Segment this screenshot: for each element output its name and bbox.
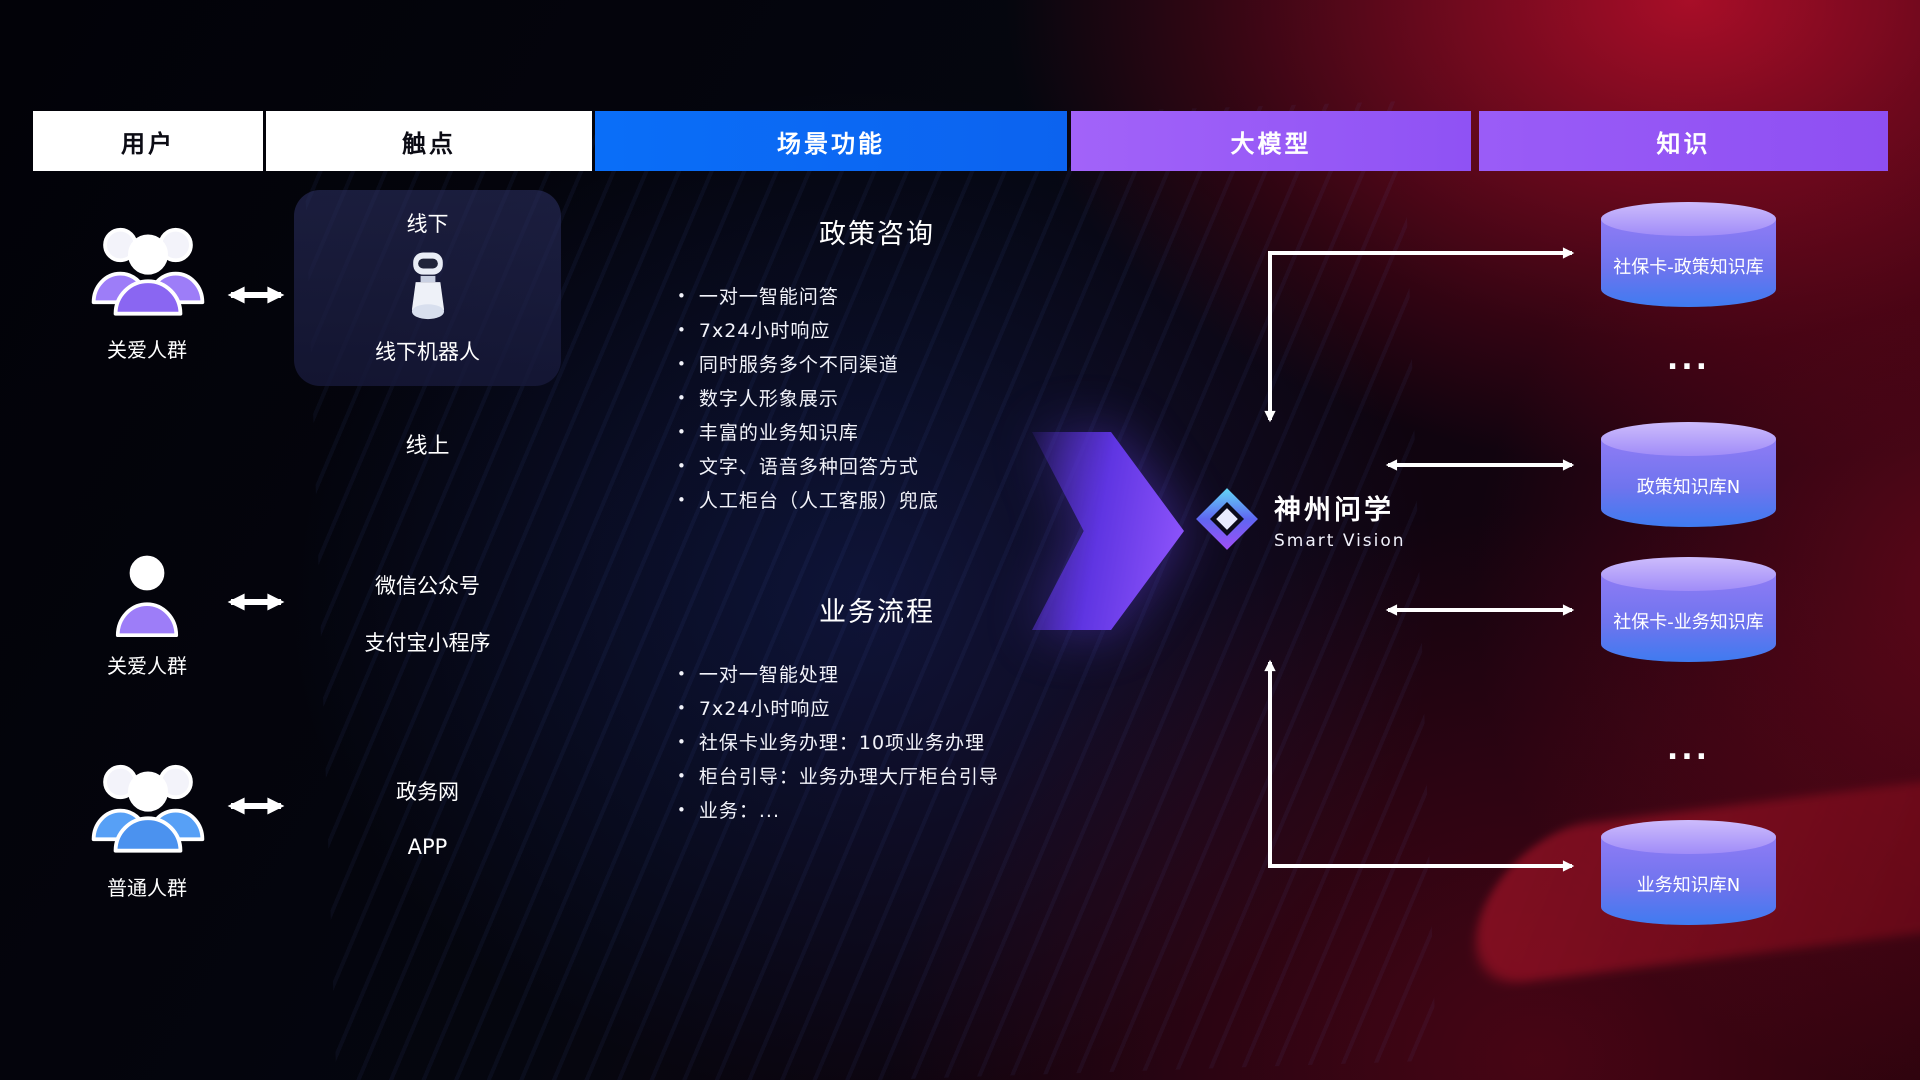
users-group-icon <box>86 216 210 316</box>
scenario-item: 人工柜台（人工客服）兜底 <box>677 485 1077 519</box>
channel-label: 政务网 <box>396 780 459 804</box>
user-label: 普通人群 <box>107 876 187 900</box>
ellipsis-label: ... <box>1666 342 1711 377</box>
column-header-touchpoint: 触点 <box>266 111 592 171</box>
database-icon-business-n: 业务知识库N <box>1601 820 1776 925</box>
column-header-label: 触点 <box>402 129 456 158</box>
database-icon-policy-n: 政策知识库N <box>1601 422 1776 527</box>
column-header-knowledge: 知识 <box>1479 111 1888 171</box>
scenario-item: 7x24小时响应 <box>677 315 1077 349</box>
scenario-list: 一对一智能问答 7x24小时响应 同时服务多个不同渠道 数字人形象展示 丰富的业… <box>677 281 1077 519</box>
scenario-item: 数字人形象展示 <box>677 383 1077 417</box>
scenario-item: 同时服务多个不同渠道 <box>677 349 1077 383</box>
robot-icon <box>411 252 444 320</box>
column-header-label: 大模型 <box>1230 129 1312 158</box>
users-group-icon <box>86 753 210 853</box>
scenario-list: 一对一智能处理 7x24小时响应 社保卡业务办理：10项业务办理 柜台引导：业务… <box>677 659 1077 829</box>
scenario-item: 业务：... <box>677 795 1077 829</box>
knowledge-base-label: 社保卡-业务知识库 <box>1613 611 1764 633</box>
channel-label: 微信公众号 <box>375 574 480 598</box>
scenario-item: 一对一智能问答 <box>677 281 1077 315</box>
diamond-logo-icon <box>1196 488 1258 550</box>
column-header-label: 场景功能 <box>777 129 885 158</box>
database-icon-policy-sscard: 社保卡-政策知识库 <box>1601 202 1776 307</box>
offline-device-label: 线下机器人 <box>375 340 480 364</box>
column-header-label: 知识 <box>1656 129 1711 158</box>
scenario-item: 文字、语音多种回答方式 <box>677 451 1077 485</box>
knowledge-base-label: 政策知识库N <box>1636 476 1741 498</box>
connector-arrow-model-to-kb1 <box>1264 247 1575 423</box>
column-header-model: 大模型 <box>1071 111 1471 171</box>
scenario-item: 丰富的业务知识库 <box>677 417 1077 451</box>
database-icon-business-sscard: 社保卡-业务知识库 <box>1601 557 1776 662</box>
column-header-user: 用户 <box>33 111 263 171</box>
user-label: 关爱人群 <box>107 338 187 362</box>
scenario-item: 柜台引导：业务办理大厅柜台引导 <box>677 761 1077 795</box>
ellipsis-label: ... <box>1666 732 1711 767</box>
scenario-item: 社保卡业务办理：10项业务办理 <box>677 727 1077 761</box>
knowledge-base-label: 业务知识库N <box>1636 874 1741 896</box>
scenario-item: 7x24小时响应 <box>677 693 1077 727</box>
scenario-section-business: 业务流程 一对一智能处理 7x24小时响应 社保卡业务办理：10项业务办理 柜台… <box>677 590 1077 829</box>
model-logo: 神州问学 Smart Vision <box>1192 484 1406 554</box>
connector-arrow-model-to-kb4 <box>1264 659 1575 872</box>
channel-label: 支付宝小程序 <box>364 631 491 655</box>
user-icon <box>115 551 179 639</box>
offline-touchpoint-card: 线下 线下机器人 <box>294 190 561 386</box>
scenario-item: 一对一智能处理 <box>677 659 1077 693</box>
model-name: 神州问学 <box>1274 494 1394 526</box>
model-subtitle: Smart Vision <box>1274 530 1406 551</box>
column-header-label: 用户 <box>121 129 175 158</box>
user-label: 关爱人群 <box>107 654 187 678</box>
column-header-scenario: 场景功能 <box>595 111 1067 171</box>
knowledge-base-label: 社保卡-政策知识库 <box>1613 256 1764 278</box>
offline-mode-label: 线下 <box>406 212 449 236</box>
scenario-title: 业务流程 <box>819 597 935 628</box>
online-mode-label: 线上 <box>405 434 450 459</box>
scenario-section-policy: 政策咨询 一对一智能问答 7x24小时响应 同时服务多个不同渠道 数字人形象展示… <box>677 212 1077 519</box>
channel-label: APP <box>407 835 448 859</box>
scenario-title: 政策咨询 <box>819 219 935 250</box>
